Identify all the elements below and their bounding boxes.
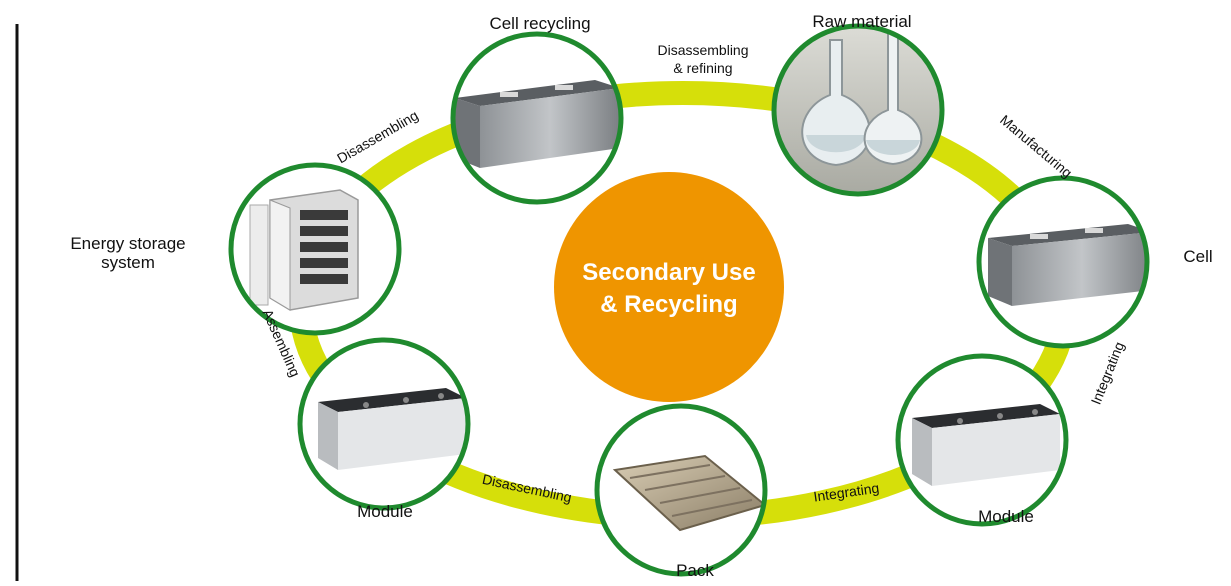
- node-cell-recycling: Cell recycling: [450, 14, 624, 205]
- node-raw-material: Raw material: [771, 12, 945, 197]
- node-cell: Cell: [976, 175, 1213, 349]
- storage-cabinet-icon: [249, 189, 359, 311]
- center-title-line2: & Recycling: [600, 291, 737, 318]
- edge-label: Manufacturing: [997, 112, 1075, 181]
- glass-flask-icon: [774, 26, 942, 194]
- node-label-line2: system: [101, 253, 155, 272]
- battery-cell-icon: [988, 224, 1147, 306]
- node-pack: Pack: [594, 403, 768, 580]
- edge-label-line1: Disassembling: [657, 42, 748, 58]
- node-label: Pack: [676, 561, 714, 580]
- node-border: [297, 337, 471, 511]
- node-label-line1: Energy storage: [70, 234, 185, 253]
- node-module-left: Module: [297, 337, 471, 521]
- battery-module-icon: [318, 388, 466, 470]
- center-hub: Secondary Use & Recycling: [554, 172, 784, 402]
- node-label: Cell recycling: [489, 14, 590, 33]
- node-label: Module: [978, 507, 1034, 526]
- node-energy-storage: Energy storage system: [70, 162, 402, 336]
- edge-label-line2: & refining: [673, 60, 732, 76]
- node-label: Cell: [1183, 247, 1212, 266]
- node-label: Raw material: [812, 12, 911, 31]
- node-border: [895, 353, 1069, 527]
- node-border: [771, 23, 945, 197]
- battery-module-icon: [912, 404, 1060, 486]
- battery-pack-icon: [612, 454, 765, 532]
- node-module-right: Module: [895, 353, 1069, 527]
- node-border: [594, 403, 768, 577]
- node-border: [976, 175, 1150, 349]
- node-border: [228, 162, 402, 336]
- node-label: Module: [357, 502, 413, 521]
- edge-label: Integrating: [1088, 339, 1128, 406]
- center-title-line1: Secondary Use: [582, 259, 755, 286]
- center-circle: [554, 172, 784, 402]
- node-border: [450, 31, 624, 205]
